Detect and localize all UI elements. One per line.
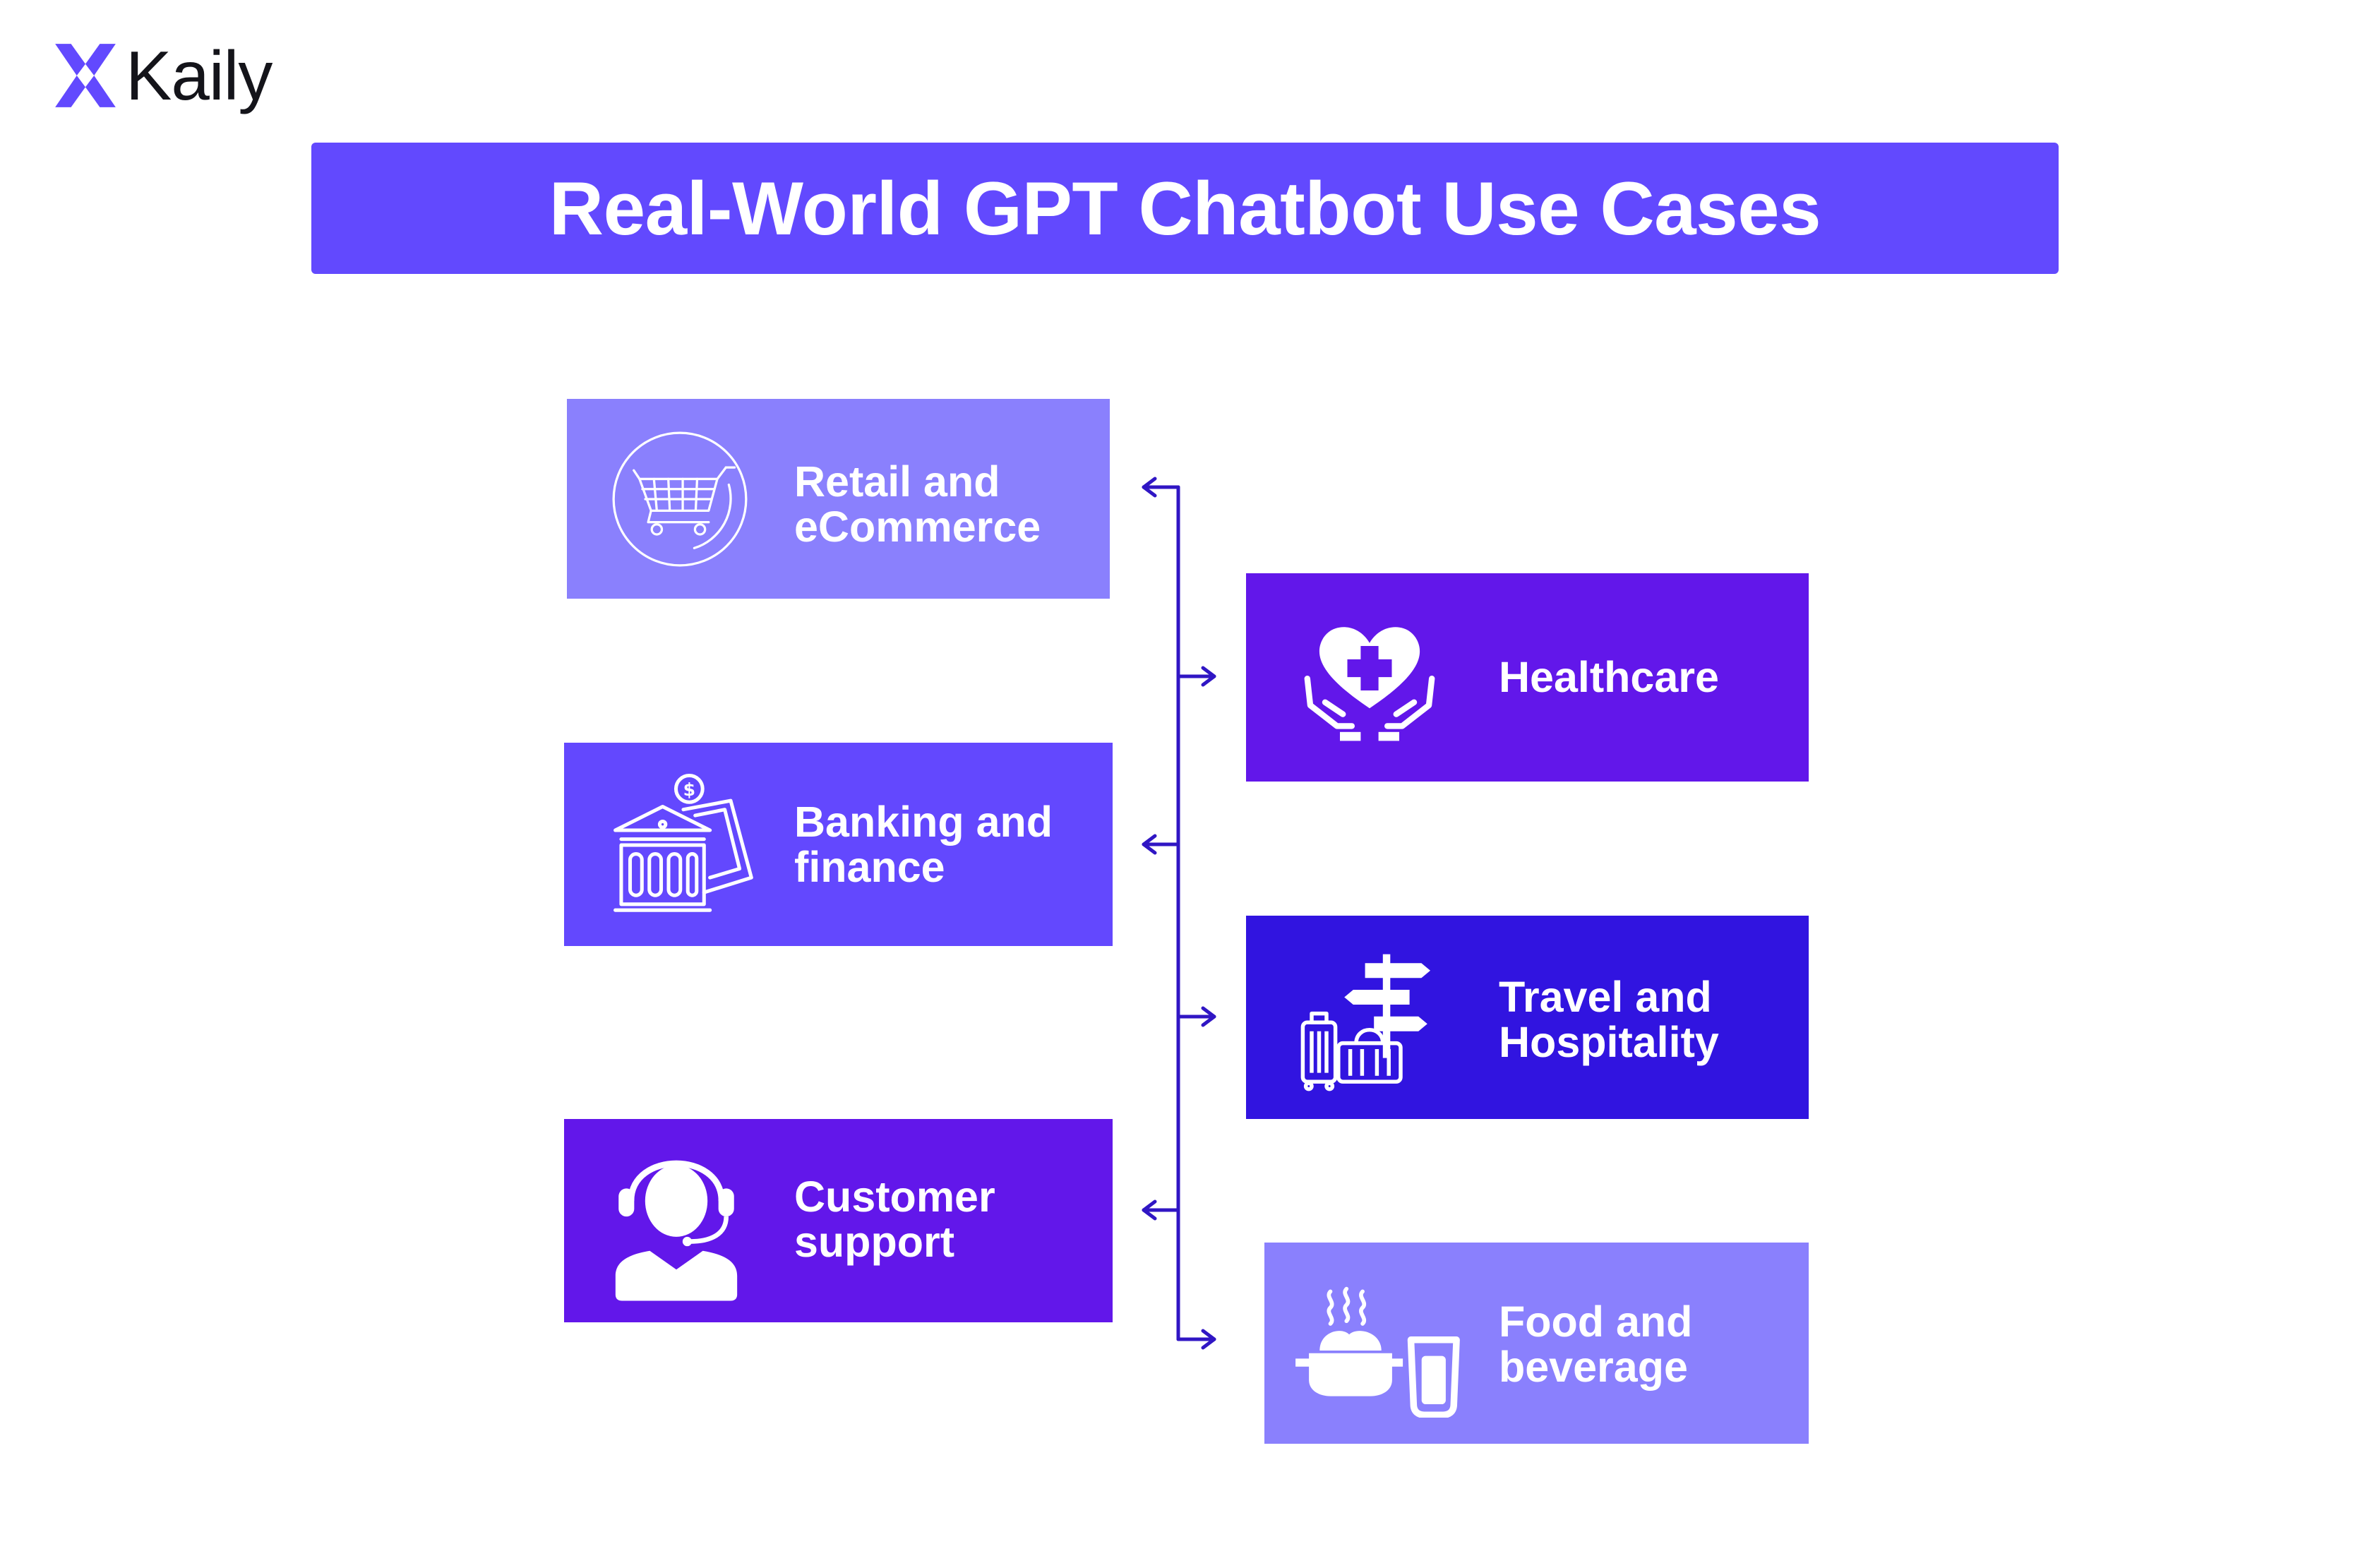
signpost-luggage-icon — [1300, 954, 1430, 1091]
use-case-card-retail: Retail and eCommerce — [567, 399, 1110, 599]
kaily-logo-mark-icon — [55, 44, 116, 107]
svg-text:$: $ — [683, 779, 695, 800]
bank-money-icon: $ — [613, 774, 753, 912]
use-case-card-support: Customer support — [564, 1119, 1113, 1322]
use-case-card-banking: $ Banking and finance — [564, 743, 1113, 946]
use-case-label-travel: Travel and Hospitality — [1499, 973, 1719, 1066]
use-case-label-food: Food and beverage — [1499, 1298, 1693, 1391]
headset-agent-icon — [615, 1160, 738, 1301]
shopping-cart-icon — [612, 431, 748, 567]
use-case-label-retail: Retail and eCommerce — [794, 457, 1041, 551]
brand-logo: Kaily — [49, 37, 273, 114]
use-case-card-travel: Travel and Hospitality — [1246, 916, 1809, 1119]
heart-hands-icon — [1304, 627, 1435, 741]
use-case-card-food: Food and beverage — [1264, 1243, 1809, 1444]
food-drink-icon — [1295, 1286, 1460, 1418]
brand-name: Kaily — [126, 37, 273, 114]
use-case-label-banking: Banking and finance — [794, 798, 1053, 891]
title-banner: Real-World GPT Chatbot Use Cases — [311, 143, 2059, 274]
use-case-label-support: Customer support — [794, 1173, 995, 1266]
use-case-card-healthcare: Healthcare — [1246, 573, 1809, 782]
use-case-label-healthcare: Healthcare — [1499, 653, 1719, 701]
page-title: Real-World GPT Chatbot Use Cases — [549, 166, 1821, 251]
